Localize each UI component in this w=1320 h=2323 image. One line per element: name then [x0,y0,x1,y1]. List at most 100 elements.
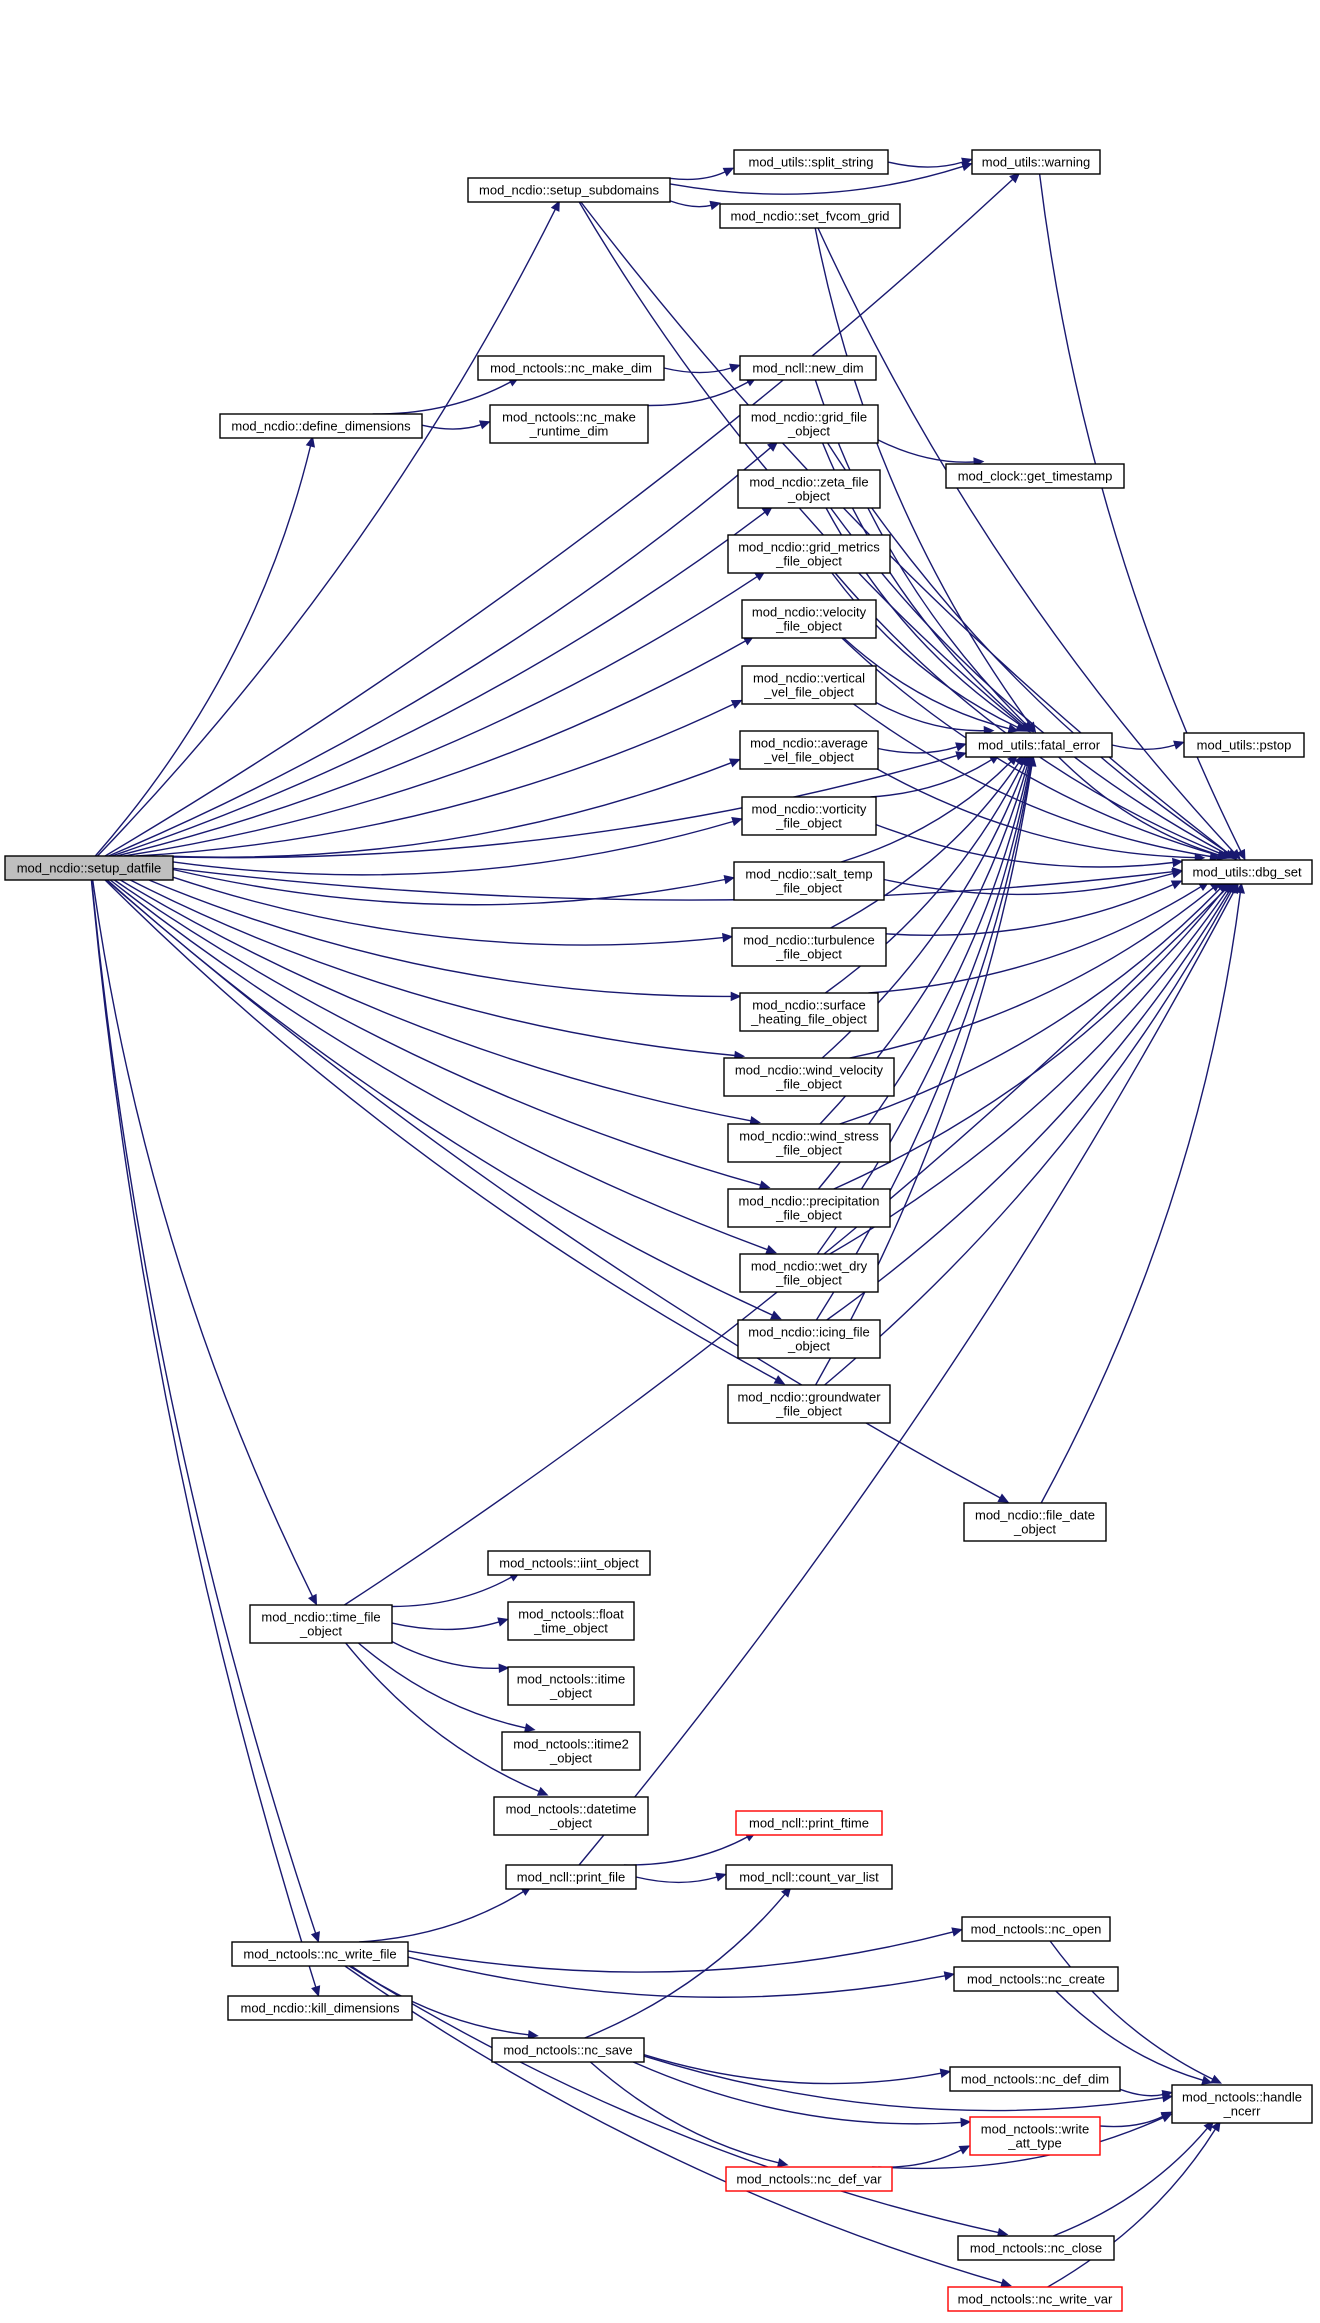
edge-split_string-to-warning [887,161,964,168]
edge-setup_datfile-to-zeta_file_object [111,511,766,857]
node-label: _file_object [775,816,842,831]
node-kill-dimensions[interactable]: mod_ncdio::kill_dimensions [227,1995,413,2021]
node-pstop[interactable]: mod_utils::pstop [1183,732,1305,758]
node-average-vel-file-object[interactable]: mod_ncdio::average_vel_file_object [739,730,879,770]
node-vorticity-file-object[interactable]: mod_ncdio::vorticity_file_object [741,796,877,836]
edge-wind_velocity_file_object-to-dbg_set [849,887,1214,1059]
edge-nc_save-to-nc_def_dim [643,2054,942,2085]
node-box [719,203,901,229]
node-grid-file-object[interactable]: mod_ncdio::grid_file_object [739,404,879,444]
node-nc-make-dim[interactable]: mod_nctools::nc_make_dim [477,355,665,381]
node-print-file[interactable]: mod_ncll::print_file [505,1864,637,1890]
arrowhead-setup_datfile-to-average_vel_file_object [728,758,741,768]
arrowhead-setup_datfile-to-kill_dimensions [311,1985,321,1997]
node-count-var-list[interactable]: mod_ncll::count_var_list [725,1864,893,1890]
node-box [227,1995,413,2021]
node-label: mod_nctools::nc_def_dim [961,2072,1109,2087]
edge-setup_datfile-to-turbulence_file_object [172,876,724,946]
arrowhead-nc_create-to-handle_ncerr [1201,2075,1213,2085]
node-label: mod_utils::pstop [1197,738,1292,753]
node-get-timestamp[interactable]: mod_clock::get_timestamp [945,463,1125,489]
node-handle-ncerr[interactable]: mod_nctools::handle_ncerr [1171,2084,1313,2124]
node-nc-write-file[interactable]: mod_nctools::nc_write_file [231,1941,409,1967]
node-label: mod_ncdio::average [750,736,868,751]
arrowhead-nc_write_file-to-nc_write_var [1000,2278,1012,2288]
arrowhead-vertical_vel_file_object-to-dbg_set [1209,851,1221,862]
node-datetime-object[interactable]: mod_nctools::datetime_object [493,1796,649,1836]
node-label: mod_ncdio::precipitation [739,1194,880,1209]
node-time-file-object[interactable]: mod_ncdio::time_file_object [249,1604,393,1644]
node-nc-save[interactable]: mod_nctools::nc_save [491,2037,645,2063]
arrowhead-nc_def_var-to-handle_ncerr [1160,2113,1173,2123]
node-warning[interactable]: mod_utils::warning [971,149,1101,175]
edge-wet_dry_file_object-to-dbg_set [829,889,1228,1255]
edge-time_file_object-to-float_time_object [391,1621,500,1631]
node-itime2-object[interactable]: mod_nctools::itime2_object [501,1731,641,1771]
edge-nc_def_var-to-handle_ncerr [878,2117,1164,2170]
node-itime-object[interactable]: mod_nctools::itime_object [507,1666,635,1706]
node-label: _object [787,1339,830,1354]
node-set-fvcom-grid[interactable]: mod_ncdio::set_fvcom_grid [719,203,901,229]
node-setup-subdomains[interactable]: mod_ncdio::setup_subdomains [467,177,671,203]
node-print-ftime[interactable]: mod_ncll::print_ftime [735,1810,883,1836]
node-surface-heating-file-object[interactable]: mod_ncdio::surface_heating_file_object [739,992,879,1032]
node-label: mod_ncdio::setup_subdomains [479,183,659,198]
node-label: mod_ncdio::wind_stress [739,1129,879,1144]
node-split-string[interactable]: mod_utils::split_string [733,149,889,175]
edge-define_dimensions-to-nc_make_runtime_dim [421,424,482,430]
arrowhead-file_date_object-to-dbg_set [1235,882,1246,894]
node-box [725,1864,893,1890]
node-file-date-object[interactable]: mod_ncdio::file_date_object [963,1502,1107,1542]
node-nc-close[interactable]: mod_nctools::nc_close [957,2235,1115,2261]
node-wind-stress-file-object[interactable]: mod_ncdio::wind_stress_file_object [727,1123,891,1163]
node-nc-open[interactable]: mod_nctools::nc_open [961,1916,1111,1942]
node-fatal-error[interactable]: mod_utils::fatal_error [965,732,1113,758]
node-wet-dry-file-object[interactable]: mod_ncdio::wet_dry_file_object [739,1253,879,1293]
edge-setup_datfile-to-surface_heating_file_object [148,879,732,998]
node-grid-metrics-file-object[interactable]: mod_ncdio::grid_metrics_file_object [727,534,891,574]
node-nc-def-dim[interactable]: mod_nctools::nc_def_dim [949,2066,1121,2092]
node-write-att-type[interactable]: mod_nctools::write_att_type [969,2116,1101,2156]
arrowhead-setup_datfile-to-file_date_object [997,1493,1010,1503]
node-salt-temp-file-object[interactable]: mod_ncdio::salt_temp_file_object [733,861,885,901]
node-iint-object[interactable]: mod_nctools::iint_object [487,1550,651,1576]
edge-average_vel_file_object-to-fatal_error [877,746,958,754]
edge-precipitation_file_object-to-dbg_set [833,889,1225,1190]
edge-nc_def_var-to-write_att_type [872,2149,962,2168]
node-float-time-object[interactable]: mod_nctools::float_time_object [507,1601,635,1641]
node-velocity-file-object[interactable]: mod_ncdio::velocity_file_object [741,599,877,639]
node-zeta-file-object[interactable]: mod_ncdio::zeta_file_object [737,469,881,509]
edge-setup_datfile-to-wind_stress_file_object [120,879,751,1122]
node-vertical-vel-file-object[interactable]: mod_ncdio::vertical_vel_file_object [741,665,877,705]
node-turbulence-file-object[interactable]: mod_ncdio::turbulence_file_object [731,927,887,967]
node-groundwater-file-object[interactable]: mod_ncdio::groundwater_file_object [727,1384,891,1424]
node-box [953,1966,1119,1992]
node-nc-write-var[interactable]: mod_nctools::nc_write_var [947,2286,1123,2312]
edge-nc_save-to-count_var_list [584,1893,786,2039]
node-box [739,1253,879,1293]
node-nc-def-var[interactable]: mod_nctools::nc_def_var [725,2166,893,2192]
node-dbg-set[interactable]: mod_utils::dbg_set [1181,859,1313,885]
node-precipitation-file-object[interactable]: mod_ncdio::precipitation_file_object [727,1188,891,1228]
node-icing-file-object[interactable]: mod_ncdio::icing_file_object [737,1319,881,1359]
node-nc-make-runtime-dim[interactable]: mod_nctools::nc_make_runtime_dim [489,404,649,444]
node-nc-create[interactable]: mod_nctools::nc_create [953,1966,1119,1992]
node-new-dim[interactable]: mod_ncll::new_dim [739,355,877,381]
node-box [725,2166,893,2192]
arrowhead-nc_write_file-to-nc_create [943,1971,955,1981]
node-label: mod_nctools::nc_open [971,1922,1102,1937]
node-setup-datfile[interactable]: mod_ncdio::setup_datfile [4,855,174,881]
arrowhead-setup_datfile-to-turbulence_file_object [722,932,734,943]
node-wind-velocity-file-object[interactable]: mod_ncdio::wind_velocity_file_object [723,1057,895,1097]
arrowhead-setup_datfile-to-warning [1009,172,1021,184]
edge-file_date_object-to-dbg_set [1040,892,1241,1504]
edge-groundwater_file_object-to-dbg_set [824,890,1233,1386]
node-define-dimensions[interactable]: mod_ncdio::define_dimensions [219,413,423,439]
node-label: mod_utils::fatal_error [978,738,1101,753]
edge-warning-to-dbg_set [1038,173,1242,852]
edge-setup_datfile-to-dbg_set [172,867,1174,901]
node-label: _object [787,424,830,439]
arrowhead-nc_save-to-nc_def_var [777,2158,789,2168]
arrowhead-time_file_object-to-dbg_set [1221,882,1233,894]
